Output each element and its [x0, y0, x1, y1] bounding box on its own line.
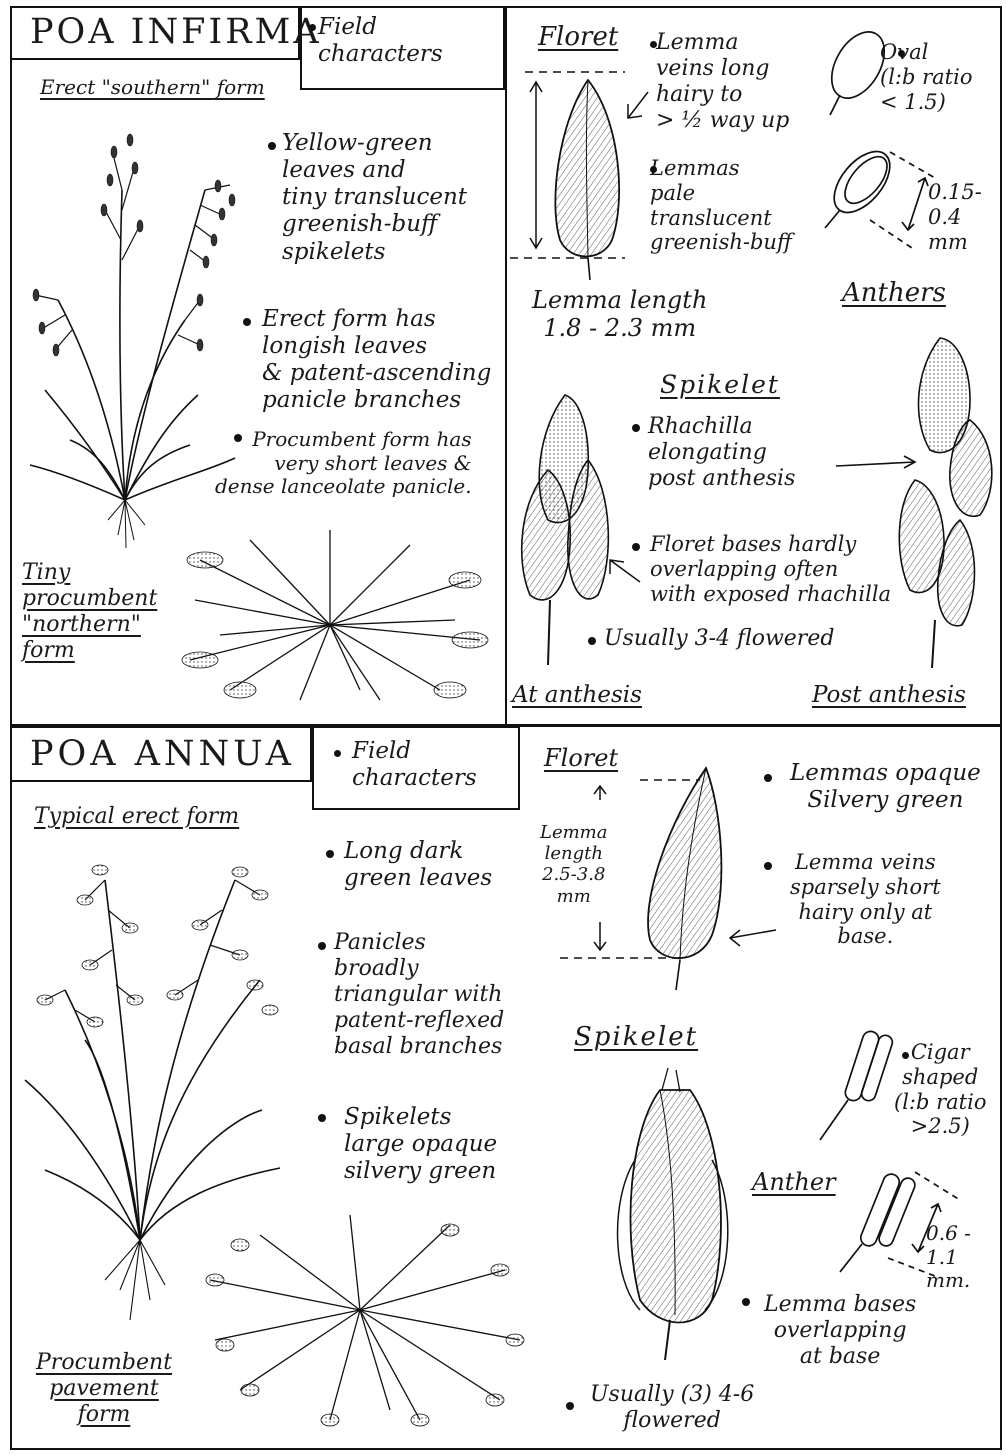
infirma-spikelet-anthesis-illustration [522, 395, 640, 665]
infirma-erect-plant-illustration [30, 150, 235, 548]
infirma-procumbent-mat-illustration [190, 530, 480, 700]
annua-floret-illustration [560, 768, 776, 990]
infirma-erect-spikelets [33, 134, 235, 356]
infirma-floret-illustration [510, 72, 648, 280]
infirma-anthers-illustration [821, 23, 935, 248]
infirma-spikelet-post-anthesis-illustration [836, 338, 992, 668]
annua-spikelet-illustration [618, 1068, 728, 1360]
annua-anther-illustration [820, 1029, 960, 1278]
annua-erect-plant-illustration [25, 880, 280, 1320]
